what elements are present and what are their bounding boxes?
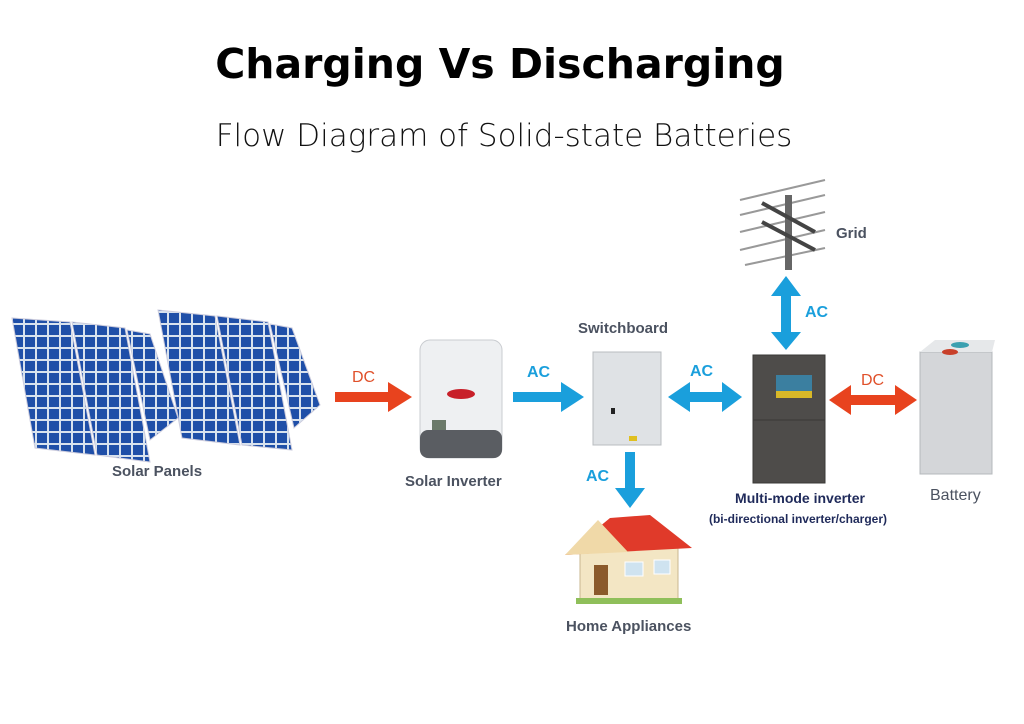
solar-inverter-image <box>419 339 503 459</box>
page-title: Charging Vs Discharging <box>215 40 785 88</box>
grid-label: Grid <box>836 225 867 242</box>
solar-panels-label: Solar Panels <box>112 463 203 480</box>
dc-label-battery: DC <box>861 372 885 389</box>
dc-double-arrow-multimode-battery <box>829 385 917 415</box>
battery-label: Battery <box>930 487 981 504</box>
ac-label-grid: AC <box>805 304 829 321</box>
multi-mode-inverter-sublabel: (bi-directional inverter/charger) <box>708 512 888 526</box>
solar-panels-image <box>11 309 321 463</box>
home-appliances-label: Home Appliances <box>566 618 692 635</box>
home-image <box>565 515 692 604</box>
dc-arrow-panels-to-inverter <box>335 382 412 412</box>
ac-label-inverter: AC <box>527 364 551 381</box>
multi-mode-inverter-label: Multi-mode inverter <box>735 490 865 506</box>
grid-pole-image <box>739 179 826 270</box>
ac-arrow-switchboard-to-home <box>615 452 645 508</box>
solar-inverter-label: Solar Inverter <box>405 473 502 490</box>
switchboard-image <box>592 351 662 446</box>
ac-double-arrow-grid-multimode <box>771 276 801 350</box>
ac-double-arrow-switchboard-multimode <box>668 382 742 412</box>
ac-label-home: AC <box>586 468 610 485</box>
battery-image <box>919 340 995 475</box>
switchboard-label: Switchboard <box>578 320 669 337</box>
ac-label-switchboard-multimode: AC <box>690 363 714 380</box>
page-subtitle: Flow Diagram of Solid-state Batteries <box>215 118 793 154</box>
multi-mode-inverter-image <box>752 354 826 484</box>
ac-arrow-inverter-to-switchboard <box>513 382 584 412</box>
dc-label-panels: DC <box>352 369 376 386</box>
